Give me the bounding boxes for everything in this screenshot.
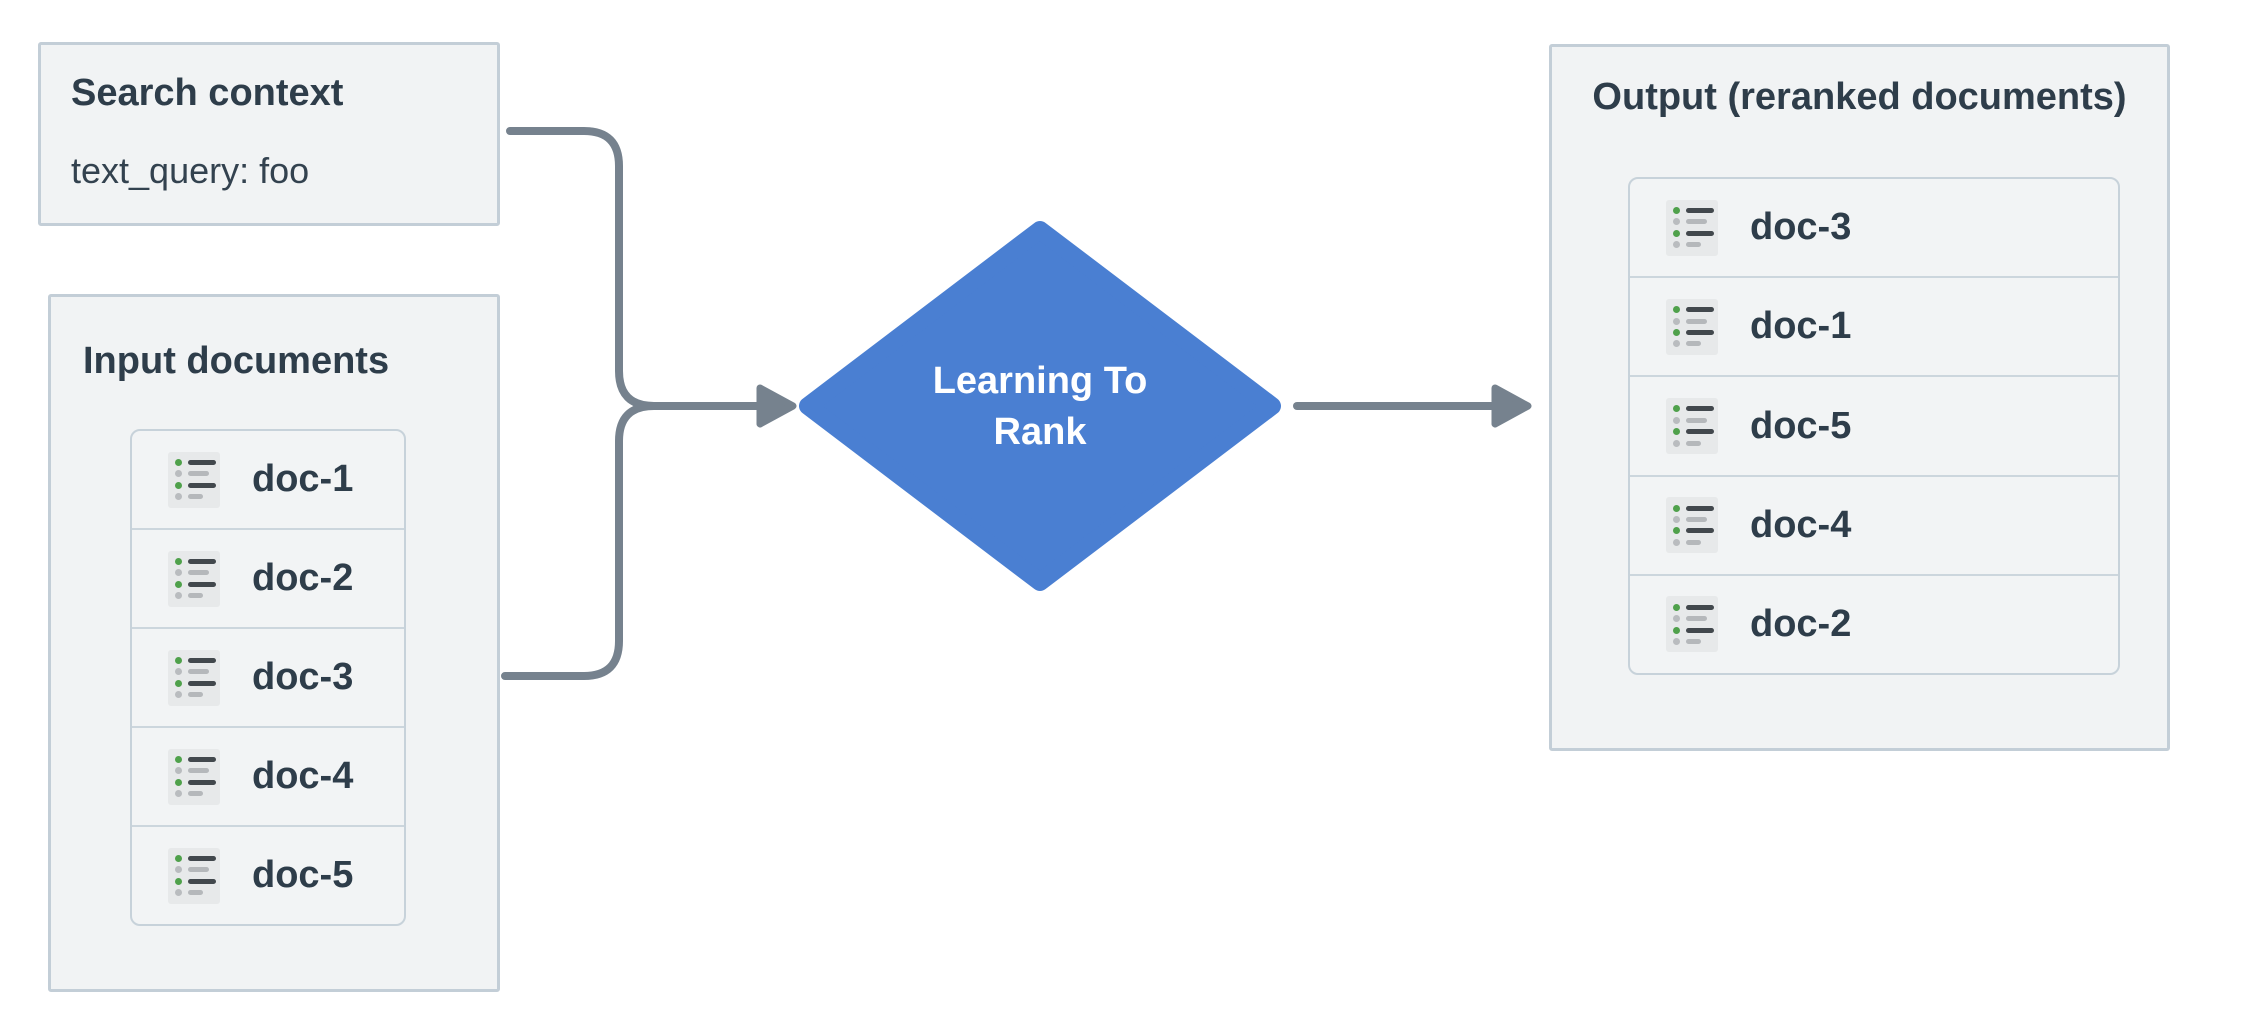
doc-label: doc-3: [252, 656, 354, 698]
doc-item: doc-2: [1630, 573, 2118, 673]
doc-item: doc-3: [1630, 179, 2118, 276]
input-documents-list: doc-1 doc-2: [130, 429, 406, 926]
list-icon: [168, 847, 220, 904]
output-documents-box: Output (reranked documents) doc-3: [1549, 44, 2170, 751]
doc-item: doc-5: [1630, 375, 2118, 474]
output-documents-title: Output (reranked documents): [1592, 76, 2127, 118]
doc-item: doc-1: [1630, 276, 2118, 375]
doc-label: doc-4: [252, 755, 354, 797]
doc-item: doc-4: [1630, 474, 2118, 574]
list-icon: [168, 451, 220, 508]
list-icon: [168, 748, 220, 805]
search-context-title: Search context: [71, 72, 344, 114]
doc-label: doc-5: [252, 854, 354, 896]
output-documents-list: doc-3 doc-1: [1628, 177, 2120, 675]
search-context-box: Search context text_query: foo: [38, 42, 500, 226]
list-icon: [168, 550, 220, 607]
learning-to-rank-diamond: [799, 221, 1281, 591]
doc-item: doc-3: [132, 627, 404, 726]
doc-item: doc-1: [132, 431, 404, 528]
connector-from-input-documents: [501, 402, 658, 680]
list-icon: [1666, 596, 1718, 653]
list-icon: [168, 649, 220, 706]
learning-to-rank-label: Learning To Rank: [932, 360, 1148, 453]
input-documents-box: Input documents doc-1: [48, 294, 500, 992]
input-documents-title: Input documents: [83, 340, 390, 382]
list-icon: [1666, 199, 1718, 256]
arrowhead-to-output: [1491, 384, 1532, 428]
doc-item: doc-2: [132, 528, 404, 627]
doc-label: doc-2: [1750, 602, 1852, 645]
doc-label: doc-2: [252, 557, 354, 599]
text-query-line: text_query: foo: [71, 150, 310, 191]
arrowhead-to-process: [756, 384, 797, 428]
doc-label: doc-3: [1750, 206, 1852, 249]
list-icon: [1666, 398, 1718, 454]
doc-item: doc-5: [132, 825, 404, 924]
doc-item: doc-4: [132, 726, 404, 825]
list-icon: [1666, 298, 1718, 355]
doc-label: doc-1: [1750, 305, 1852, 348]
connector-from-search-context: [506, 127, 658, 410]
doc-label: doc-1: [252, 458, 354, 500]
list-icon: [1666, 497, 1718, 554]
doc-label: doc-4: [1750, 503, 1852, 546]
doc-label: doc-5: [1750, 404, 1852, 447]
